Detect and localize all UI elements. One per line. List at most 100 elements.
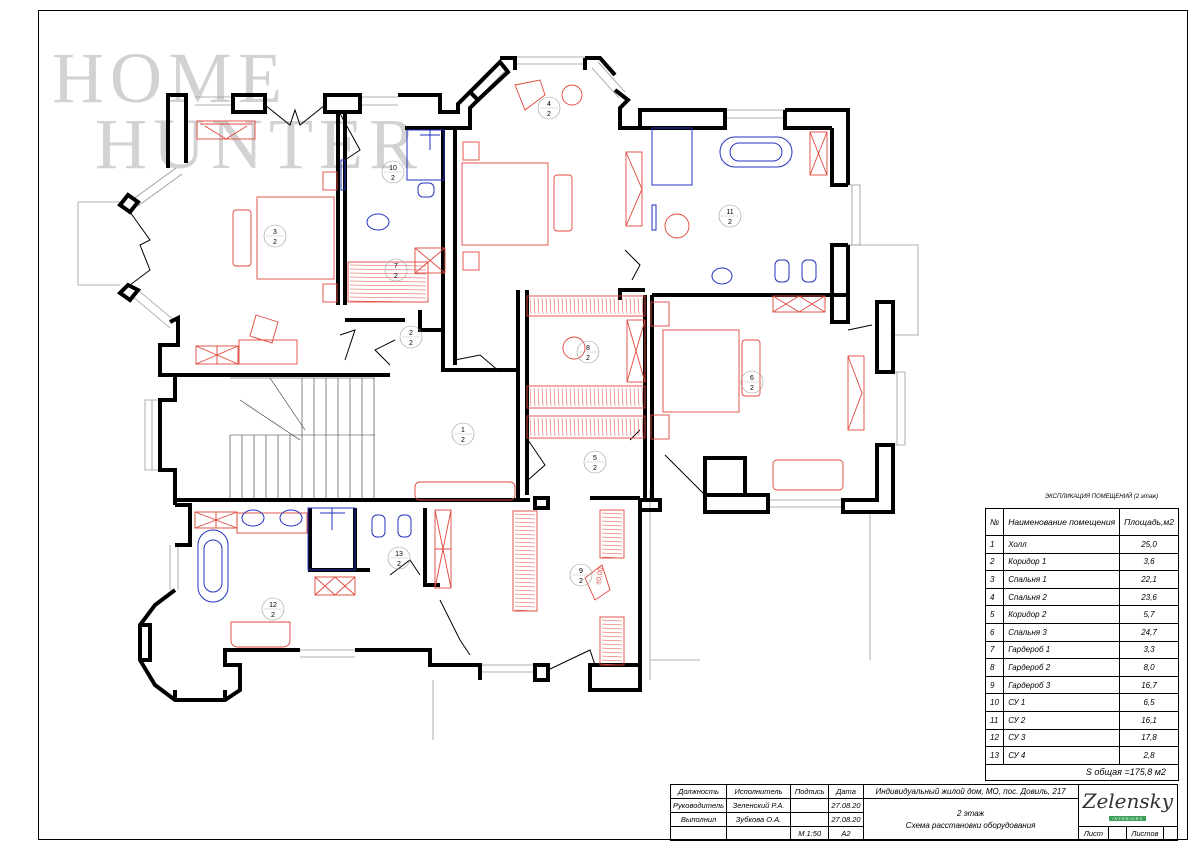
hanger [537,417,540,437]
room-number: 3 [273,229,277,236]
explication-area: 2,8 [1119,746,1179,765]
hanger [349,288,427,291]
hanger [514,581,536,584]
hanger [601,635,623,638]
hanger [565,297,568,315]
shower-10 [406,129,445,181]
hanger [601,655,623,658]
toilet-10 [417,182,435,198]
hanger [349,280,427,283]
hanger [625,387,628,407]
hanger [589,387,592,407]
bench-3 [232,209,252,267]
explication-name: Гардероб 3 [1003,675,1121,695]
room-label: 82 [576,340,600,364]
hanger [514,573,536,576]
room-number: 7 [394,263,398,270]
tb-drawing-name: Схема расстановки оборудования [905,820,1036,830]
explication-area: 3,6 [1119,552,1179,572]
windows [77,56,919,740]
explication-area: 16,7 [1119,675,1179,695]
tb-date-2: 27.08.20 [828,812,864,827]
hanger [545,297,548,315]
explication-num: 9 [984,675,1005,695]
hanger [514,533,536,536]
tb-empty [726,826,791,841]
explication-area: 23,6 [1119,587,1179,607]
walls [116,56,895,702]
room-number: 1 [461,427,465,434]
hanger [349,268,427,271]
room-floor: 2 [271,612,275,619]
room-label: 122 [261,597,285,621]
furniture [194,79,865,666]
bed-6 [662,329,740,413]
room-label-circle [384,258,408,282]
room-label: 32 [263,224,287,248]
hanger [533,387,536,407]
explication-num: 6 [984,622,1005,642]
hanger [601,643,623,646]
hanger [514,553,536,556]
hanger [514,537,536,540]
hanger [557,297,560,315]
explication-area: 3,3 [1119,640,1179,660]
explication-name: Спальня 2 [1003,587,1121,607]
sanitary-fixtures [197,127,817,603]
tb-position-header: Должность [669,784,728,799]
room-label-circle [576,340,600,364]
hanger [609,387,612,407]
room-label: 62 [740,370,764,394]
explication-name: СУ 3 [1003,728,1121,748]
room-number: 12 [269,602,277,609]
hanger [589,297,592,315]
room-label-circle [451,422,475,446]
explication-name: Спальня 3 [1003,622,1121,642]
hanger [545,387,548,407]
hanger [601,532,623,535]
explication-num: 8 [984,658,1005,677]
hanger [601,659,623,662]
explication-name: Гардероб 2 [1003,658,1121,677]
room-floor: 2 [409,340,413,347]
hanger [629,387,632,407]
room-number: 10 [389,165,397,172]
explication-num: 11 [984,710,1005,730]
sink-10 [366,213,390,231]
bathtub-12 [197,529,229,603]
hanger [553,417,556,437]
explication-name: СУ 4 [1003,746,1121,765]
room-floor: 2 [750,385,754,392]
shower-11 [651,127,693,186]
room-number: 5 [593,455,597,462]
tb-project: Индивидуальный жилой дом, МО, пос. Довил… [862,784,1079,799]
hanger [601,631,623,634]
hanger [577,297,580,315]
hanger [633,417,636,437]
hanger [637,297,640,315]
explication-area: 8,0 [1119,658,1179,677]
hanger [514,529,536,532]
hanger [349,272,427,275]
hanger [601,528,623,531]
hanger [545,417,548,437]
hanger [641,417,644,437]
hanger [561,417,564,437]
hanger [533,297,536,315]
explication-area: 6,5 [1119,693,1179,712]
hanger [589,417,592,437]
hanger [601,548,623,551]
tb-role-1: Руководитель [669,798,728,813]
explication-total: S общая =175,8 м2 [985,763,1179,781]
tb-drawing-title: 2 этаж Схема расстановки оборудования [862,798,1079,841]
room-label-circle [569,563,593,587]
explication-name: Коридор 2 [1003,605,1121,624]
explication-num: 2 [984,552,1005,572]
hanger [601,387,604,407]
